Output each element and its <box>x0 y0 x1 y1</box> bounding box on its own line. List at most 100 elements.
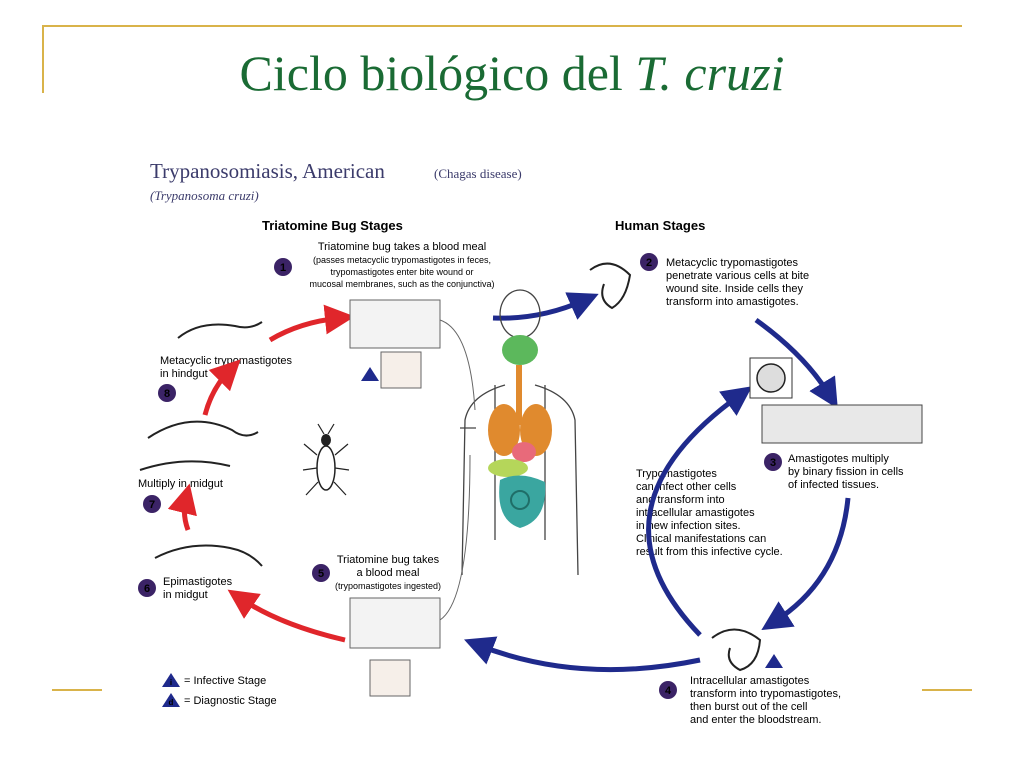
frame-bottom-left-line <box>52 689 102 691</box>
liver-shape <box>488 459 528 477</box>
step-3-line-1: Amastigotes multiply <box>788 453 889 465</box>
slide-title-main: Ciclo biológico del <box>239 45 636 101</box>
heart-shape <box>512 442 536 462</box>
step-1-line-2: (passes metacyclic trypomastigotes in fe… <box>313 255 491 265</box>
human-body-illustration <box>460 289 579 576</box>
slide-title: Ciclo biológico del T. cruzi <box>0 44 1024 102</box>
step-1-number: 1 <box>280 262 286 274</box>
step-6: 6 Epimastigotes in midgut <box>138 576 233 601</box>
intestine-shape <box>499 475 546 528</box>
step-6-line-1: Epimastigotes <box>163 576 233 588</box>
step-3-line-3: of infected tissues. <box>788 479 879 491</box>
step-5-line-1: Triatomine bug takes <box>337 554 440 566</box>
slide-title-italic: T. cruzi <box>635 45 785 101</box>
step-2-line-2: penetrate various cells at bite <box>666 270 809 282</box>
step-8-badge <box>158 384 176 402</box>
step-7-badge <box>143 495 161 513</box>
human-stages-heading: Human Stages <box>615 218 705 233</box>
step-2-line-4: transform into amastigotes. <box>666 296 799 308</box>
arrow-6-to-7 <box>167 483 197 531</box>
arrow-reinfection-cycle <box>646 386 753 637</box>
frame-top-line <box>42 25 962 27</box>
step-4-line-1: Intracellular amastigotes <box>690 675 810 687</box>
center-note-line-6: Clinical manifestations can <box>636 533 766 545</box>
triatomine-bug-illustration <box>302 423 350 496</box>
step-2-number: 2 <box>646 257 652 269</box>
step-5-badge <box>312 564 330 582</box>
infected-tissue-strip <box>761 404 923 444</box>
arrow-1-to-2 <box>492 292 599 321</box>
frame-bottom-right-line <box>922 689 972 691</box>
blood-meal-box-5 <box>349 597 441 649</box>
feces-inset-1 <box>380 351 422 389</box>
connector-lines <box>439 319 476 621</box>
arrow-8-to-1 <box>268 304 355 343</box>
parasite-epimastigote <box>154 544 263 567</box>
frame-left-line <box>42 25 44 93</box>
bug-stages-heading: Triatomine Bug Stages <box>262 218 403 233</box>
step-4: 4 Intracellular amastigotes transform in… <box>659 675 841 726</box>
center-note-line-1: Trypomastigotes <box>636 468 717 480</box>
infective-stage-label: = Infective Stage <box>184 675 266 687</box>
figure-title: Trypanosomiasis, American <box>150 159 385 183</box>
infective-stage-icon <box>162 673 180 687</box>
step-5-line-3: (trypomastigotes ingested) <box>335 581 441 591</box>
diagnostic-marker-step4 <box>765 654 783 668</box>
step-1-line-1: Triatomine bug takes a blood meal <box>318 241 486 253</box>
step-2-badge <box>640 253 658 271</box>
step-6-number: 6 <box>144 583 150 595</box>
step-2: 2 Metacyclic trypomastigotes penetrate v… <box>640 253 809 308</box>
step-8-line-2: in hindgut <box>160 368 208 380</box>
step-3: 3 Amastigotes multiply by binary fission… <box>764 453 904 491</box>
step-3-line-2: by binary fission in cells <box>788 466 904 478</box>
blood-meal-box-1 <box>349 299 441 349</box>
step-1-badge <box>274 258 292 276</box>
left-lung-shape <box>488 404 520 456</box>
step-1: 1 Triatomine bug takes a blood meal (pas… <box>274 241 495 289</box>
parasite-intracellular <box>711 628 762 672</box>
center-note-line-5: in new infection sites. <box>636 520 741 532</box>
step-4-line-4: and enter the bloodstream. <box>690 714 821 726</box>
arrow-3-to-4 <box>761 497 851 631</box>
parasite-metacyclic-hindgut <box>177 321 263 339</box>
step-8-number: 8 <box>164 388 170 400</box>
step-4-badge <box>659 681 677 699</box>
arrow-7-to-8 <box>202 359 241 416</box>
center-note-line-4: intracellular amastigotes <box>636 507 755 519</box>
step-6-badge <box>138 579 156 597</box>
step-3-badge <box>764 453 782 471</box>
step-5-line-2: a blood meal <box>357 567 420 579</box>
center-note-line-7: result from this infective cycle. <box>636 546 783 558</box>
parasite-metacyclic-human <box>589 262 632 310</box>
figure-subtitle: (Trypanosoma cruzi) <box>150 188 259 203</box>
step-4-line-3: then burst out of the cell <box>690 701 807 713</box>
step-4-number: 4 <box>665 685 672 697</box>
step-8-line-1: Metacyclic trypomastigotes <box>160 355 293 367</box>
infective-symbol: i <box>170 678 172 687</box>
diagnostic-stage-icon <box>162 693 180 707</box>
legend: i = Infective Stage d = Diagnostic Stage <box>162 673 277 707</box>
step-1-line-4: mucosal membranes, such as the conjuncti… <box>309 279 494 289</box>
arrow-2-to-3 <box>754 317 838 409</box>
step-7-line-1: Multiply in midgut <box>138 478 223 490</box>
feces-inset-5 <box>369 659 411 697</box>
center-note-line-3: and transform into <box>636 494 725 506</box>
step-2-line-1: Metacyclic trypomastigotes <box>666 257 799 269</box>
center-note: Trypomastigotes can infect other cells a… <box>636 468 783 558</box>
arrow-4-to-5 <box>464 636 701 673</box>
step-3-number: 3 <box>770 457 776 469</box>
step-5-number: 5 <box>318 568 324 580</box>
center-note-line-2: can infect other cells <box>636 481 737 493</box>
step-5: 5 Triatomine bug takes a blood meal (try… <box>312 554 441 591</box>
arrow-5-to-6 <box>227 589 346 643</box>
diagnostic-stage-label: = Diagnostic Stage <box>184 695 277 707</box>
step-7-number: 7 <box>149 499 155 511</box>
step-2-line-3: wound site. Inside cells they <box>665 283 803 295</box>
step-4-line-2: transform into trypomastigotes, <box>690 688 841 700</box>
step-1-line-3: trypomastigotes enter bite wound or <box>330 267 473 277</box>
step-7: Multiply in midgut 7 <box>138 478 223 513</box>
infective-marker-step1 <box>361 367 379 381</box>
figure-title-paren: (Chagas disease) <box>434 166 522 181</box>
step-8: Metacyclic trypomastigotes in hindgut 8 <box>158 355 293 402</box>
